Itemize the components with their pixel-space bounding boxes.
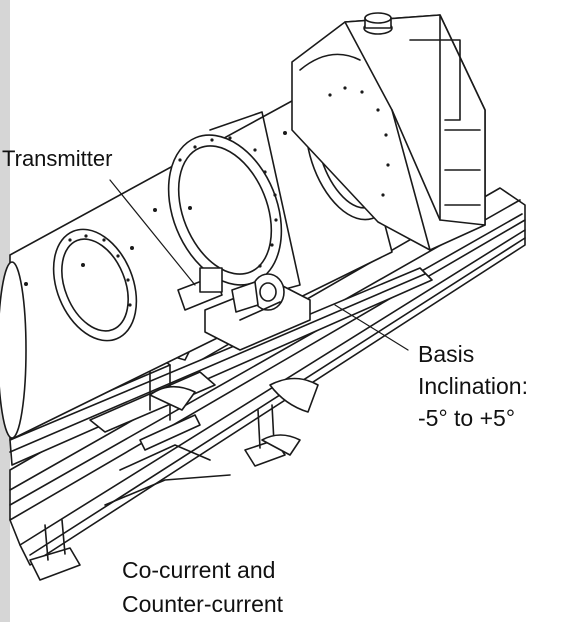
basis-label: Basis bbox=[418, 341, 475, 367]
transmitter-label: Transmitter bbox=[2, 146, 113, 171]
bolt-holes bbox=[24, 131, 287, 286]
inclination-range-label: -5° to +5° bbox=[418, 405, 516, 431]
inclination-label: Inclination: bbox=[418, 373, 528, 399]
flow-mode-label-line1: Co-current and bbox=[122, 557, 276, 583]
flange-bolts bbox=[68, 86, 390, 307]
transmitter-leader-line bbox=[109, 179, 196, 286]
left-flange bbox=[52, 228, 138, 342]
drive-assembly bbox=[177, 267, 311, 351]
end-hood bbox=[291, 12, 486, 251]
basis-leader-line bbox=[334, 304, 409, 351]
flow-mode-label-line2: Counter-current bbox=[122, 591, 284, 617]
